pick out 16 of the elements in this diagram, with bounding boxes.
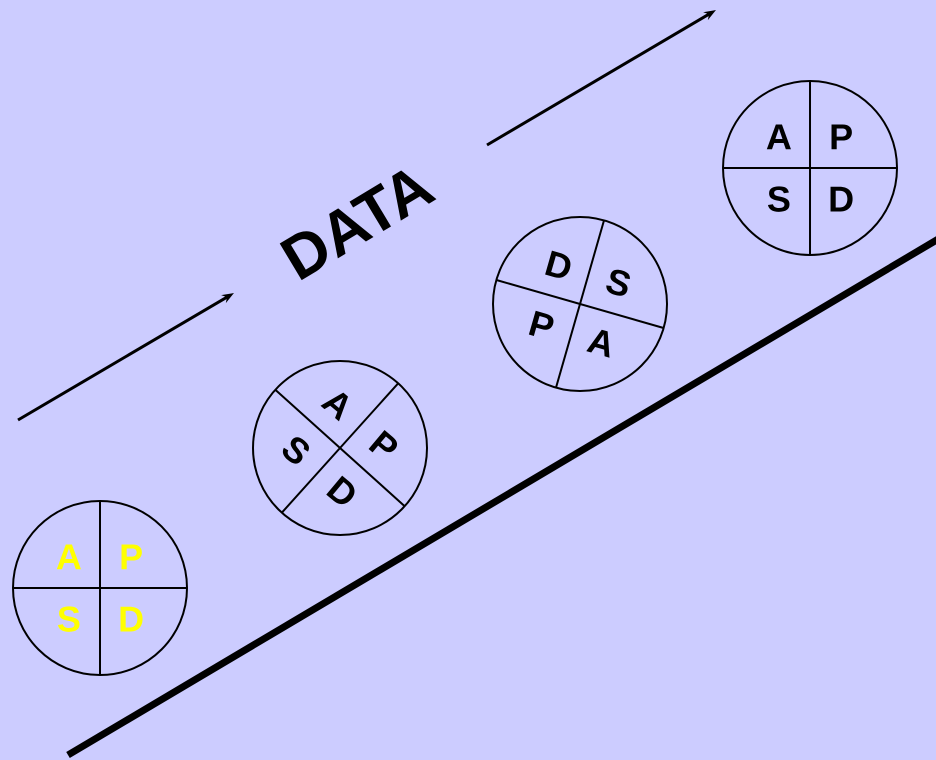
quadrant-letter: D xyxy=(326,476,354,504)
quadrant-letter: P xyxy=(122,544,142,570)
quadrant-letter: S xyxy=(768,186,790,212)
quadrant-letter: S xyxy=(282,437,309,464)
quadrant-letter: D xyxy=(120,606,143,632)
quadrant-letter: A xyxy=(586,330,610,358)
quadrant-letter: A xyxy=(320,392,348,422)
quadrant-letter: A xyxy=(56,544,81,570)
quadrant-letter: P xyxy=(368,430,398,452)
quadrant-letter: S xyxy=(606,270,630,296)
quadrant-letter: D xyxy=(545,250,570,278)
quadrant-letter: D xyxy=(830,186,853,212)
quadrant-letter: A xyxy=(766,124,791,150)
quadrant-letter: P xyxy=(832,124,852,150)
quadrant-letter: S xyxy=(58,606,80,632)
quadrant-letter: P xyxy=(528,310,554,336)
